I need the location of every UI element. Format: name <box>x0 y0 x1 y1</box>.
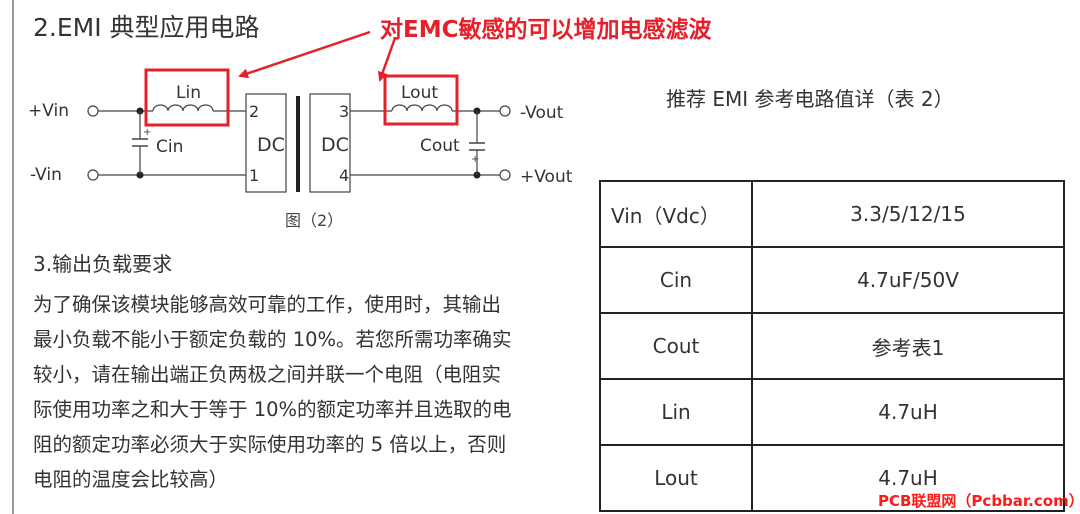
cout-plus-sign: + <box>471 154 479 165</box>
vout-minus-label: -Vout <box>520 103 564 123</box>
table-key-cell: Lout <box>599 444 753 512</box>
figure-caption: 图（2） <box>285 211 344 230</box>
table-title: 推荐 EMI 参考电路值详（表 2） <box>666 87 954 111</box>
dc-left-label: DC <box>257 134 285 156</box>
table-value-cell: 参考表1 <box>751 312 1065 380</box>
vin-minus-terminal <box>87 169 99 181</box>
annotation-arrow-lout <box>377 37 397 82</box>
paragraph-line: 最小负载不能小于额定负载的 10%。若您所需功率确实 <box>33 328 512 351</box>
dc-block-left <box>245 93 287 193</box>
vout-plus-terminal <box>499 169 511 181</box>
left-border-line <box>12 0 14 514</box>
section-title: 2.EMI 典型应用电路 <box>33 13 260 42</box>
vin-plus-label: +Vin <box>28 101 69 121</box>
cin-plus-sign: + <box>143 127 151 138</box>
lout-label: Lout <box>401 83 438 103</box>
table-value-cell: 3.3/5/12/15 <box>751 180 1065 248</box>
vin-minus-label: -Vin <box>30 165 62 185</box>
paragraph-line: 阻的额定功率必须大于实际使用功率的 5 倍以上，否则 <box>33 433 507 456</box>
table-key-cell: Cout <box>599 312 753 380</box>
cout-label: Cout <box>420 136 460 156</box>
pin-2-label: 2 <box>249 102 259 121</box>
table-key-cell: Vin（Vdc） <box>599 180 753 248</box>
lin-highlight-box <box>144 68 230 127</box>
paragraph-line: 际使用功率之和大于等于 10%的额定功率并且选取的电 <box>33 398 512 421</box>
table-row: Lout 4.7uH <box>599 444 1065 512</box>
pin-1-label: 1 <box>249 166 259 185</box>
annotation-arrow-lin <box>238 30 371 79</box>
dc-block-right <box>309 93 351 193</box>
dc-right-label: DC <box>321 134 349 156</box>
vout-plus-label: +Vout <box>520 167 573 187</box>
lin-label: Lin <box>176 83 201 103</box>
subsection-title: 3.输出负载要求 <box>33 252 173 276</box>
watermark: PCB联盟网（Pcbbar.com） <box>878 492 1080 510</box>
table-row: Lin 4.7uH <box>599 378 1065 446</box>
emi-reference-table: Vin（Vdc） 3.3/5/12/15 Cin 4.7uF/50V Cout … <box>599 180 1065 512</box>
table-value-cell: 4.7uH <box>751 378 1065 446</box>
emi-circuit-diagram: +Vin -Vin Lin + Cin 2 1 DC DC 3 4 Lout +… <box>28 30 573 193</box>
paragraph-line: 为了确保该模块能够高效可靠的工作，使用时，其输出 <box>33 293 502 316</box>
pin-4-label: 4 <box>339 166 349 185</box>
paragraph-line: 电阻的温度会比较高） <box>33 468 229 491</box>
table-value-cell: 4.7uF/50V <box>751 246 1065 314</box>
table-key-cell: Cin <box>599 246 753 314</box>
vin-plus-terminal <box>87 105 99 117</box>
table-row: Vin（Vdc） 3.3/5/12/15 <box>599 180 1065 248</box>
table-row: Cout 参考表1 <box>599 312 1065 380</box>
pin-3-label: 3 <box>339 102 349 121</box>
table-value-cell: 4.7uH <box>751 444 1065 512</box>
lout-highlight-box <box>383 74 459 126</box>
paragraph-line: 较小，请在输出端正负两极之间并联一个电阻（电阻实 <box>33 363 502 386</box>
lout-inductor <box>391 104 453 112</box>
table-key-cell: Lin <box>599 378 753 446</box>
lin-inductor <box>152 104 214 112</box>
cin-label: Cin <box>156 137 183 157</box>
vout-minus-terminal <box>499 105 511 117</box>
annotation-text: 对EMC敏感的可以增加电感滤波 <box>380 17 712 43</box>
transformer-core <box>296 96 300 192</box>
table-row: Cin 4.7uF/50V <box>599 246 1065 314</box>
